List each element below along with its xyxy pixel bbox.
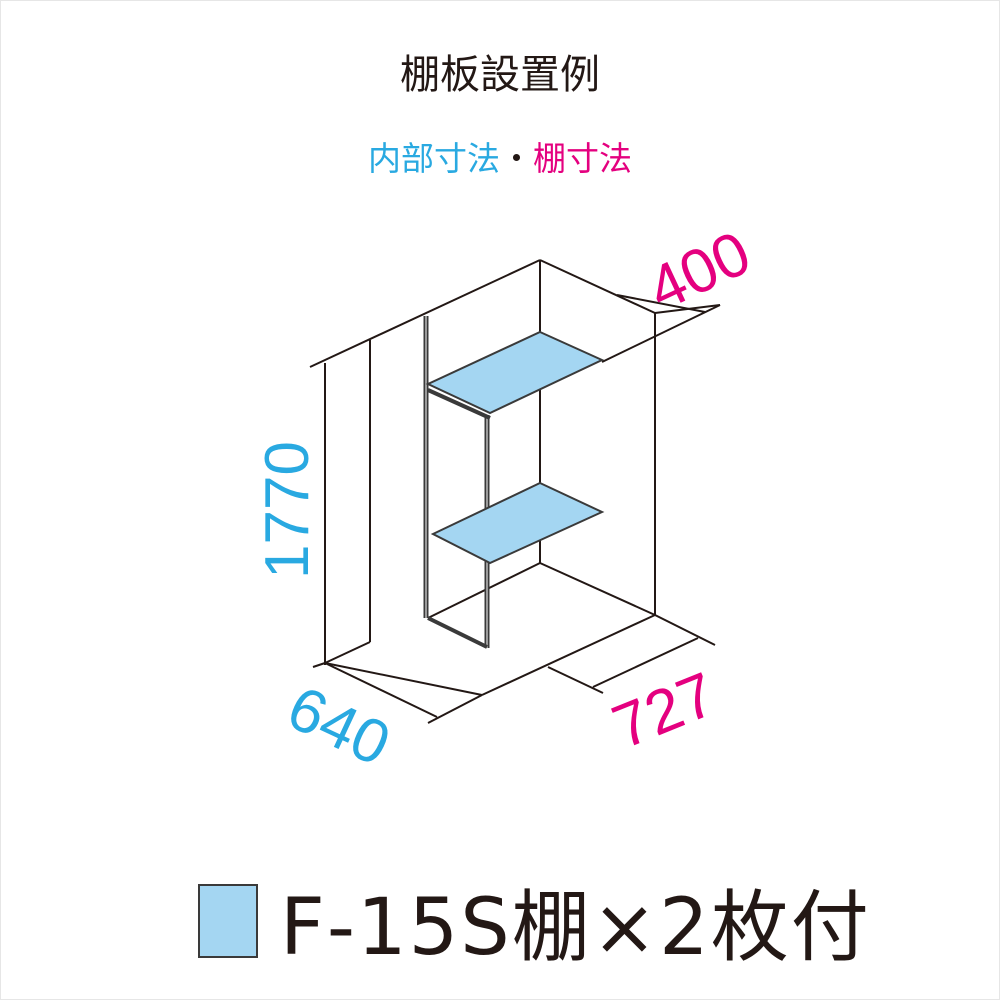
height-dimension: 1770 (253, 441, 322, 579)
page-title: 棚板設置例 (400, 52, 600, 98)
legend-label: F-15S棚×2枚付 (280, 883, 871, 973)
shelf-color-swatch (198, 884, 258, 958)
shelf-board-upper (425, 330, 605, 415)
shelf-frame (423, 316, 491, 649)
separator: ・ (500, 139, 533, 178)
legend: F-15S棚×2枚付 (198, 865, 871, 977)
shelf-board-lower (430, 481, 605, 565)
shelf-dimension-label: 棚寸法 (533, 139, 632, 178)
shelf-depth-dimension: 400 (638, 218, 761, 324)
subtitle: 内部寸法・棚寸法 (0, 132, 1000, 180)
width-dimension: 727 (603, 660, 725, 763)
internal-dimension-label: 内部寸法 (368, 139, 500, 178)
storage-outline (309, 259, 721, 724)
